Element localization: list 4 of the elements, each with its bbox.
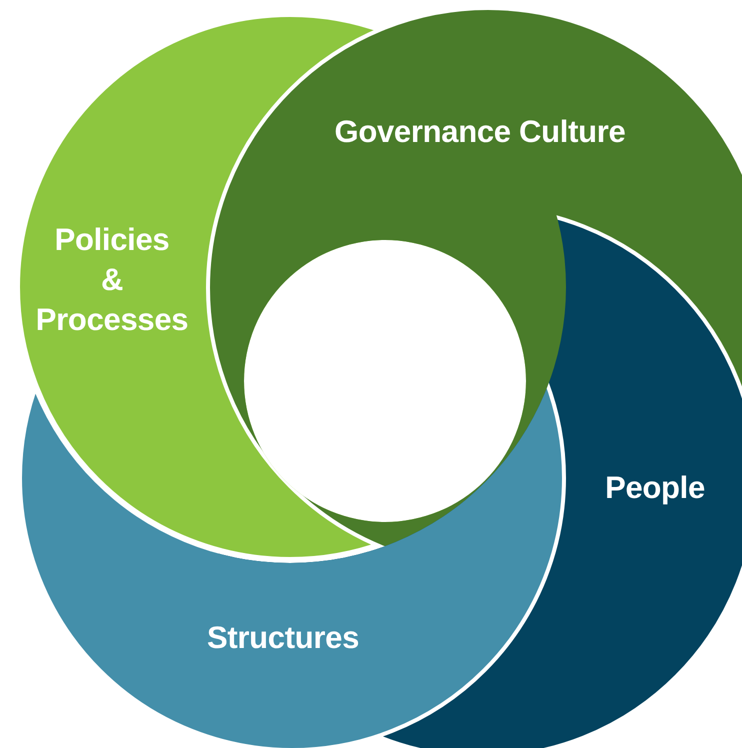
segment-label: Governance Culture — [334, 112, 626, 152]
segment-label: Policies & Processes — [36, 220, 188, 340]
segment-label: Structures — [206, 618, 360, 658]
segment-label: People — [605, 468, 705, 508]
